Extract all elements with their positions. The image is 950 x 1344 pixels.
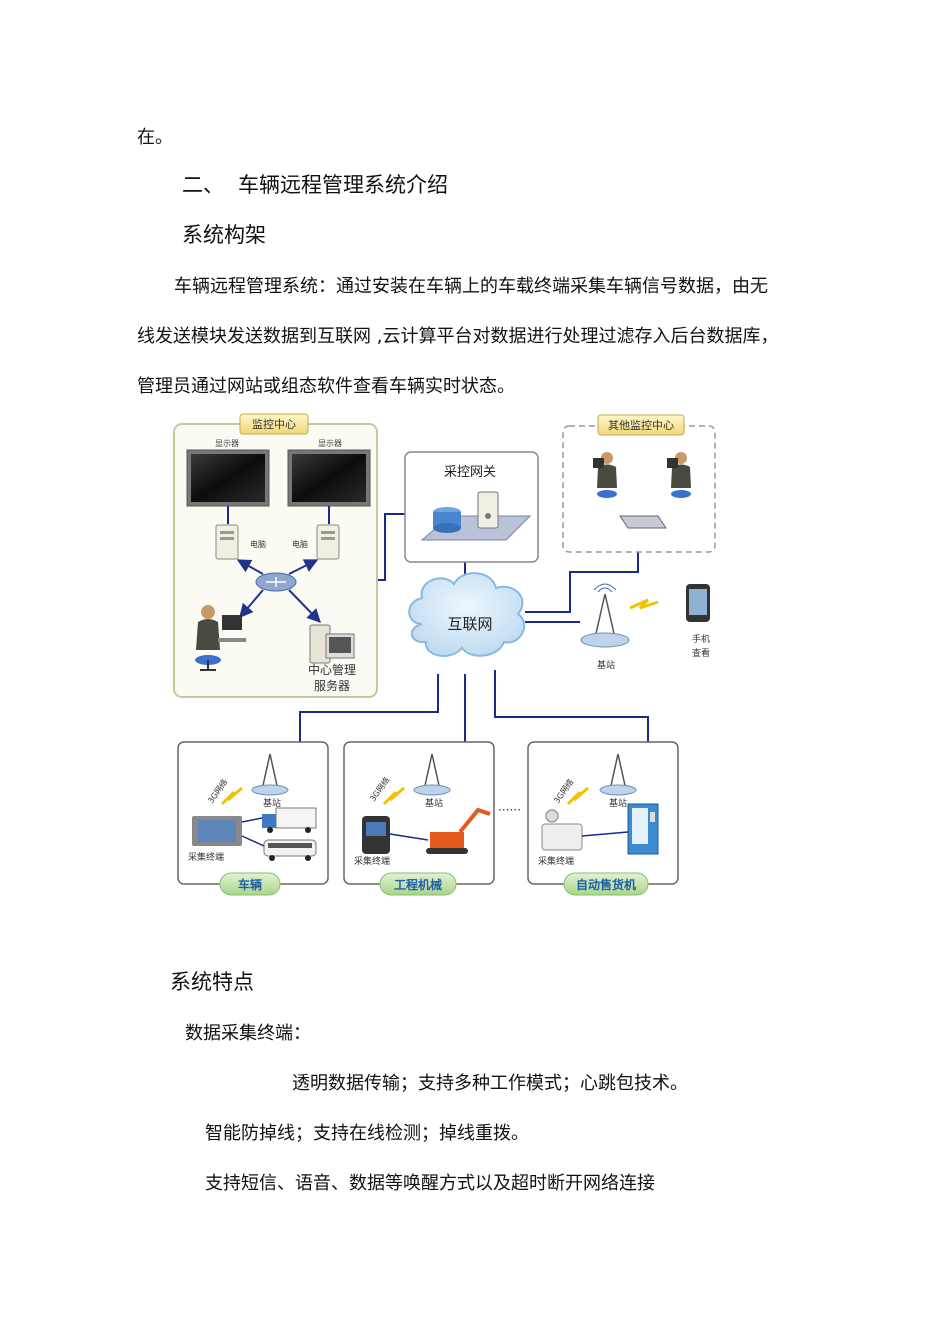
phone-label-line1: 手机: [692, 633, 710, 645]
gateway-panel: 采控网关: [405, 452, 538, 562]
system-architecture-diagram: 监控中心 显示器 显示器 电脑 电脑: [160, 412, 720, 902]
computer-label-2: 电脑: [292, 539, 308, 549]
base-station-label-main: 基站: [597, 659, 615, 671]
computer-label-1: 电脑: [250, 539, 266, 549]
base-station-label-machinery: 基站: [425, 797, 443, 809]
base-station-label-vehicle: 基站: [263, 797, 281, 809]
feature-line-2: 智能防掉线；支持在线检测；掉线重拨。: [205, 1122, 529, 1146]
base-station-icon: [581, 584, 629, 647]
base-station-label-vending: 基站: [609, 797, 627, 809]
phone-label-line2: 查看: [692, 647, 710, 659]
collector-label-machinery: 采集终端: [354, 855, 390, 867]
gateway-label: 采控网关: [444, 465, 496, 480]
terminal-device-icon: [192, 816, 242, 846]
wireless-signal-icon: [630, 600, 658, 608]
server-label-line2: 服务器: [314, 678, 350, 693]
terminal-label: 数据采集终端：: [185, 1022, 311, 1046]
database-icon: [433, 507, 461, 533]
internet-cloud-icon: 互联网: [409, 573, 524, 656]
other-monitor-center-panel: 其他监控中心: [563, 415, 715, 552]
ellipsis-dots: ······: [498, 803, 521, 817]
collector-label-vehicle: 采集终端: [188, 851, 224, 863]
vehicle-label: 车辆: [238, 877, 262, 892]
intro-line-3: 管理员通过网站或组态软件查看车辆实时状态。: [137, 375, 515, 399]
paragraph-fragment: 在。: [137, 126, 173, 150]
vending-label: 自动售货机: [576, 877, 636, 892]
monitor-icon: [187, 450, 269, 506]
other-center-label: 其他监控中心: [608, 418, 674, 432]
internet-label: 互联网: [447, 615, 492, 633]
intro-line-2: 线发送模块发送数据到互联网 ,云计算平台对数据进行处理过滤存入后台数据库，: [137, 325, 778, 349]
monitor-center-label: 监控中心: [252, 417, 296, 431]
display-label-2: 显示器: [318, 439, 342, 448]
computer-tower-icon: [216, 525, 238, 559]
subheading-architecture: 系统构架: [182, 221, 266, 249]
vending-machine-icon: [628, 804, 658, 854]
monitor-center-panel: 监控中心 显示器 显示器 电脑 电脑: [174, 414, 377, 697]
feature-line-1: 透明数据传输；支持多种工作模式；心跳包技术。: [292, 1072, 688, 1096]
mobile-phone-icon: [686, 584, 710, 622]
vehicle-panel: 基站 3G网络 采集终端 车辆: [178, 742, 328, 895]
server-label-line1: 中心管理: [308, 662, 356, 677]
collector-label-vending: 采集终端: [538, 855, 574, 867]
display-label-1: 显示器: [215, 439, 239, 448]
machinery-panel: 基站 3G网络 采集终端 工程机械: [344, 742, 494, 895]
computer-tower-icon: [317, 525, 339, 559]
section-number: 二、: [182, 171, 224, 199]
intro-line-1: 车辆远程管理系统：通过安装在车辆上的车载终端采集车辆信号数据，由无: [174, 275, 768, 299]
subheading-features: 系统特点: [170, 968, 254, 996]
section-title: 车辆远程管理系统介绍: [238, 171, 448, 199]
switch-icon: [620, 516, 666, 528]
terminal-device-icon: [362, 816, 390, 854]
machinery-label: 工程机械: [394, 877, 442, 892]
router-icon: [256, 573, 296, 591]
vending-panel: 基站 3G网络 采集终端 自动售货机: [528, 742, 678, 895]
gateway-server-icon: [478, 492, 498, 528]
monitor-icon: [288, 450, 370, 506]
feature-line-3: 支持短信、语音、数据等唤醒方式以及超时断开网络连接: [205, 1172, 655, 1196]
